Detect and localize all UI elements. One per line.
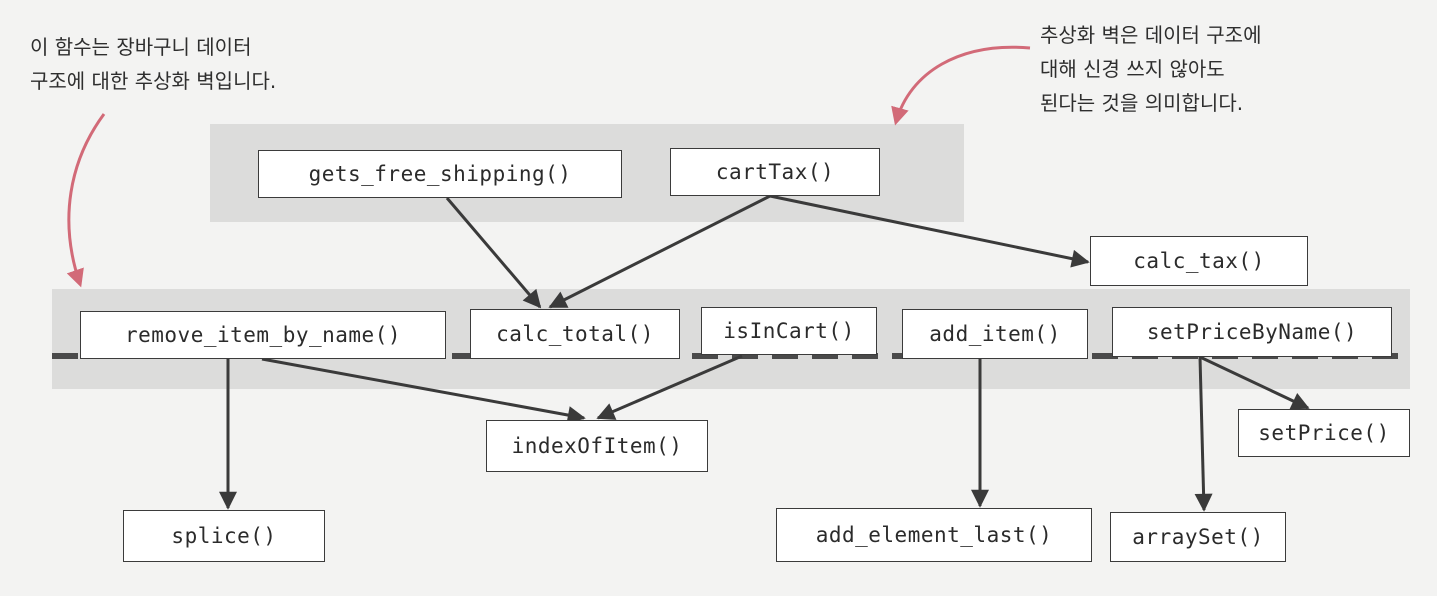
edge-setPriceByName-to-arraySet — [1194, 356, 1213, 512]
gets-free-shipping-node: gets_free_shipping() — [258, 150, 622, 198]
cart-tax-node: cartTax() — [670, 148, 880, 196]
edge-cartTax-to-calc_tax — [769, 194, 1090, 268]
array-set-node: arraySet() — [1110, 512, 1286, 562]
right-annotation-line-2: 대해 신경 쓰지 않아도 — [1040, 57, 1225, 81]
add-element-last-node: add_element_last() — [776, 508, 1092, 562]
left-callout-arrow — [66, 113, 106, 288]
index-of-item-node: indexOfItem() — [486, 420, 708, 472]
edge-cartTax-to-calc_total — [548, 194, 771, 309]
left-annotation-line-2: 구조에 대한 추상화 벽입니다. — [30, 69, 277, 93]
edge-remove_item_by_name-to-indexOfItem — [261, 357, 586, 424]
right-annotation-line-3: 된다는 것을 의미합니다. — [1040, 91, 1244, 115]
remove-item-by-name-node: remove_item_by_name() — [80, 311, 446, 359]
add-item-node: add_item() — [902, 309, 1088, 359]
set-price-node: setPrice() — [1238, 409, 1410, 457]
calc-tax-node: calc_tax() — [1090, 236, 1308, 286]
right-annotation: 추상화 벽은 데이터 구조에 대해 신경 쓰지 않아도 된다는 것을 의미합니다… — [1040, 18, 1261, 120]
edge-isInCart-to-indexOfItem — [596, 354, 743, 420]
left-annotation: 이 함수는 장바구니 데이터 구조에 대한 추상화 벽입니다. — [30, 30, 276, 98]
calc-total-node: calc_total() — [470, 309, 680, 359]
right-annotation-line-1: 추상화 벽은 데이터 구조에 — [1040, 23, 1262, 47]
is-in-cart-node: isInCart() — [701, 307, 877, 355]
set-price-by-name-node: setPriceByName() — [1112, 307, 1392, 357]
edge-setPriceByName-to-setPrice — [1199, 355, 1310, 410]
left-annotation-line-1: 이 함수는 장바구니 데이터 — [30, 35, 252, 59]
splice-node: splice() — [123, 510, 325, 562]
edge-gets_free_shipping-to-calc_total — [445, 197, 542, 309]
right-callout-arrow — [891, 45, 1031, 126]
